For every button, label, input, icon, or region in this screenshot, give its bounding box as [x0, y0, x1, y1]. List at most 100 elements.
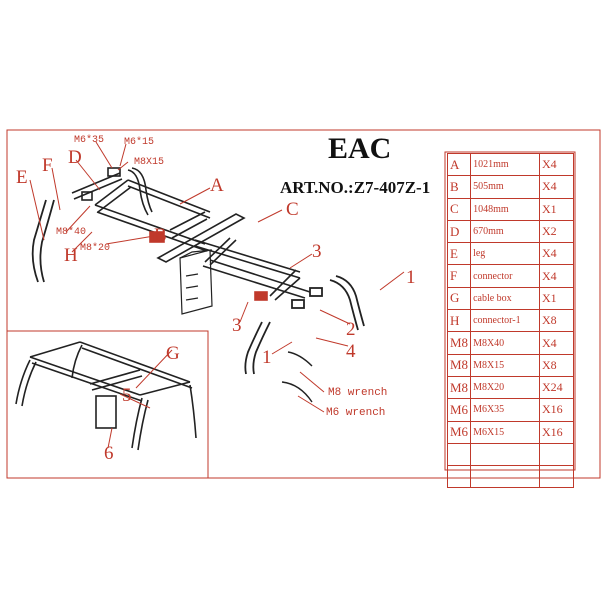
- parts-cell-qty: X4: [539, 175, 574, 199]
- right-legs: [244, 275, 365, 375]
- parts-cell-desc: [470, 442, 541, 467]
- callout-3-lower: 3: [232, 315, 242, 336]
- leg-e: [31, 199, 55, 283]
- parts-cell-key: M8: [446, 375, 472, 400]
- parts-cell-key: M6: [446, 420, 472, 444]
- parts-cell-desc: 505mm: [470, 175, 541, 199]
- callout-m6-15: M6*15: [124, 137, 155, 148]
- parts-cell-key: G: [446, 286, 472, 311]
- parts-cell-qty: X4: [539, 242, 574, 266]
- parts-cell-desc: M6X35: [470, 398, 541, 422]
- parts-row: [446, 465, 574, 489]
- callout-h: H: [64, 245, 78, 266]
- parts-cell-qty: X1: [539, 286, 574, 311]
- parts-cell-key: H: [446, 309, 472, 333]
- callout-5: 5: [122, 385, 132, 406]
- callout-m8-15: M8X15: [134, 157, 165, 168]
- callout-3-upper: 3: [312, 241, 322, 262]
- brand-title: EAC: [328, 132, 392, 165]
- callout-1-right: 1: [406, 267, 416, 288]
- callout-m6-wrench: M6 wrench: [326, 407, 386, 419]
- parts-cell-key: M8: [446, 353, 472, 377]
- parts-cell-desc: [470, 465, 541, 489]
- parts-cell-qty: X4: [539, 264, 574, 288]
- callout-2: 2: [346, 319, 356, 340]
- callout-c: C: [286, 199, 299, 220]
- parts-cell-desc: connector-1: [470, 309, 541, 333]
- parts-cell-qty: X24: [539, 375, 574, 400]
- parts-cell-key: F: [446, 264, 472, 288]
- parts-cell-key: [446, 442, 472, 467]
- parts-cell-qty: X4: [539, 331, 574, 355]
- wrenches: [281, 351, 313, 403]
- callout-m6-35: M6*35: [74, 135, 105, 146]
- parts-cell-desc: M8X20: [470, 375, 541, 400]
- parts-cell-key: B: [446, 175, 472, 199]
- cable-box: [179, 249, 213, 315]
- parts-cell-qty: X1: [539, 197, 574, 221]
- beam-c: [156, 213, 246, 263]
- callout-b: B: [154, 225, 167, 246]
- callout-e: E: [16, 167, 28, 188]
- parts-cell-desc: connector: [470, 264, 541, 288]
- parts-cell-qty: X8: [539, 353, 574, 377]
- parts-cell-qty: [539, 442, 574, 467]
- callout-a: A: [210, 175, 224, 196]
- article-number: ART.NO.:Z7-407Z-1: [280, 178, 431, 197]
- assembled-desk: [15, 341, 197, 451]
- parts-cell-qty: X16: [539, 420, 574, 444]
- parts-cell-qty: X2: [539, 219, 574, 244]
- parts-cell-key: M6: [446, 398, 472, 422]
- parts-cell-qty: X16: [539, 398, 574, 422]
- callout-m8-wrench: M8 wrench: [328, 387, 388, 399]
- parts-cell-key: E: [446, 242, 472, 266]
- callout-f: F: [42, 155, 53, 176]
- parts-cell-key: M8: [446, 331, 472, 355]
- inset-frame: [6, 330, 209, 479]
- parts-cell-desc: M8X15: [470, 353, 541, 377]
- callout-1-left: 1: [262, 347, 272, 368]
- parts-cell-desc: 670mm: [470, 219, 541, 244]
- callout-d: D: [68, 147, 82, 168]
- callout-g: G: [166, 343, 180, 364]
- parts-cell-desc: M6X15: [470, 420, 541, 444]
- parts-cell-key: D: [446, 219, 472, 244]
- callout-m8-40: M8*40: [56, 227, 87, 238]
- parts-cell-desc: cable box: [470, 286, 541, 311]
- parts-cell-desc: 1021mm: [470, 152, 541, 177]
- callout-6: 6: [104, 443, 114, 464]
- parts-cell-key: [446, 465, 472, 489]
- parts-cell-desc: leg: [470, 242, 541, 266]
- callout-4: 4: [346, 341, 356, 362]
- parts-cell-desc: 1048mm: [470, 197, 541, 221]
- parts-cell-qty: X8: [539, 309, 574, 333]
- parts-cell-qty: X4: [539, 152, 574, 177]
- callout-m8-20: M8*20: [80, 243, 111, 254]
- outer-frame: [6, 129, 601, 479]
- middle-frame: [194, 237, 311, 301]
- leader-lines: [29, 141, 405, 449]
- upper-frame: [71, 167, 211, 252]
- parts-cell-key: C: [446, 197, 472, 221]
- parts-row: [446, 442, 574, 467]
- parts-cell-key: A: [446, 152, 472, 177]
- parts-cell-desc: M8X40: [470, 331, 541, 355]
- parts-cell-qty: [539, 465, 574, 489]
